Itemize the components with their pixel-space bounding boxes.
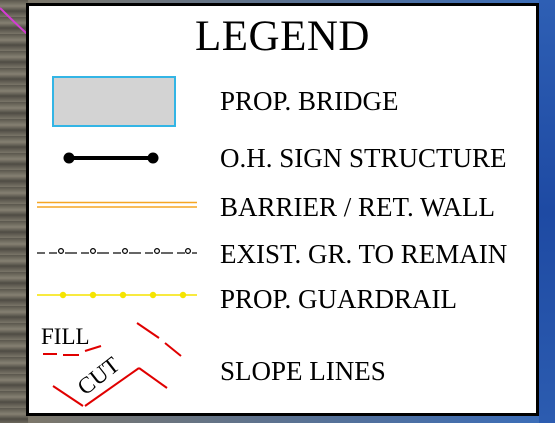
double-orange-line-icon <box>37 201 197 208</box>
legend-label-prop-guardrail: PROP. GUARDRAIL <box>220 284 458 314</box>
fill-text: FILL <box>41 324 90 349</box>
yellow-dot-line-icon <box>37 291 197 299</box>
legend-label-prop-bridge: PROP. BRIDGE <box>220 86 399 116</box>
cut-text: CUT <box>73 352 125 400</box>
legend-label-barrier-ret-wall: BARRIER / RET. WALL <box>220 192 495 222</box>
dash-circle-line-icon <box>37 247 197 255</box>
legend-label-oh-sign-structure: O.H. SIGN STRUCTURE <box>220 143 507 173</box>
legend-title: LEGEND <box>195 13 370 60</box>
dumbbell-line-icon <box>63 152 159 164</box>
aerial-left-strip <box>0 0 28 423</box>
slope-lines-icon: FILL CUT <box>41 322 182 407</box>
legend-label-slope-lines: SLOPE LINES <box>220 356 386 386</box>
aerial-right-strip <box>539 0 555 423</box>
legend-panel: LEGEND PROP. BRIDGE O.H. SIGN STRUCTURE … <box>26 3 539 416</box>
legend-label-exist-gr-to-remain: EXIST. GR. TO REMAIN <box>220 239 508 269</box>
gray-box-icon <box>52 76 176 127</box>
